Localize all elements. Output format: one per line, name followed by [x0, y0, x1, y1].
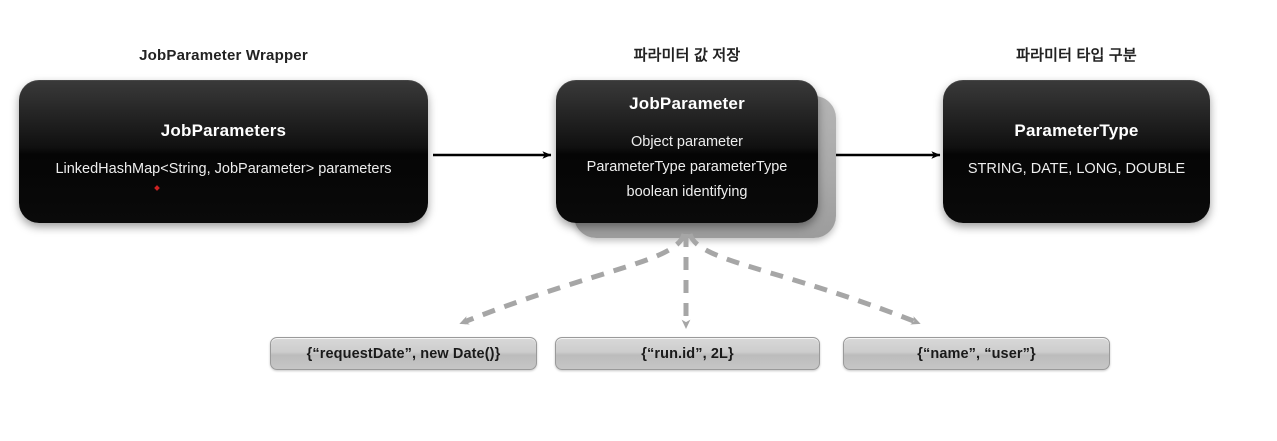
- arrow-jobparameter-to-name-user: [687, 233, 921, 325]
- example-box-request-date[interactable]: {“requestDate”, new Date()}: [270, 337, 537, 370]
- caption-jobparameter-wrapper: JobParameter Wrapper: [139, 47, 308, 64]
- example-box-run-id[interactable]: {“run.id”, 2L}: [555, 337, 820, 370]
- example-box-request-date-label: {“requestDate”, new Date()}: [306, 345, 501, 362]
- box-jobparameter-field-parameter: Object parameter: [630, 134, 744, 150]
- example-box-name-user-label: {“name”, “user”}: [917, 345, 1036, 362]
- box-parametertype-title: ParameterType: [1014, 121, 1139, 140]
- box-jobparameters[interactable]: JobParameters LinkedHashMap<String, JobP…: [19, 80, 428, 223]
- caption-parameter-value-storage: 파라미터 값 저장: [633, 47, 741, 64]
- box-jobparameter[interactable]: JobParameter Object parameter ParameterT…: [556, 80, 818, 223]
- example-box-name-user[interactable]: {“name”, “user”}: [843, 337, 1110, 370]
- box-jobparameter-field-parametertype: ParameterType parameterType: [586, 159, 788, 175]
- box-jobparameters-field-parameters: LinkedHashMap<String, JobParameter> para…: [55, 161, 392, 177]
- box-parametertype-values: STRING, DATE, LONG, DOUBLE: [967, 161, 1186, 177]
- caption-parameter-type-classification: 파라미터 타입 구분: [1016, 47, 1137, 64]
- box-parametertype[interactable]: ParameterType STRING, DATE, LONG, DOUBLE: [943, 80, 1210, 223]
- box-jobparameter-title: JobParameter: [629, 94, 745, 113]
- example-box-run-id-label: {“run.id”, 2L}: [641, 345, 734, 362]
- box-jobparameter-field-identifying: boolean identifying: [626, 184, 748, 200]
- arrow-jobparameter-to-request-date: [459, 233, 687, 325]
- box-jobparameters-title: JobParameters: [160, 121, 287, 140]
